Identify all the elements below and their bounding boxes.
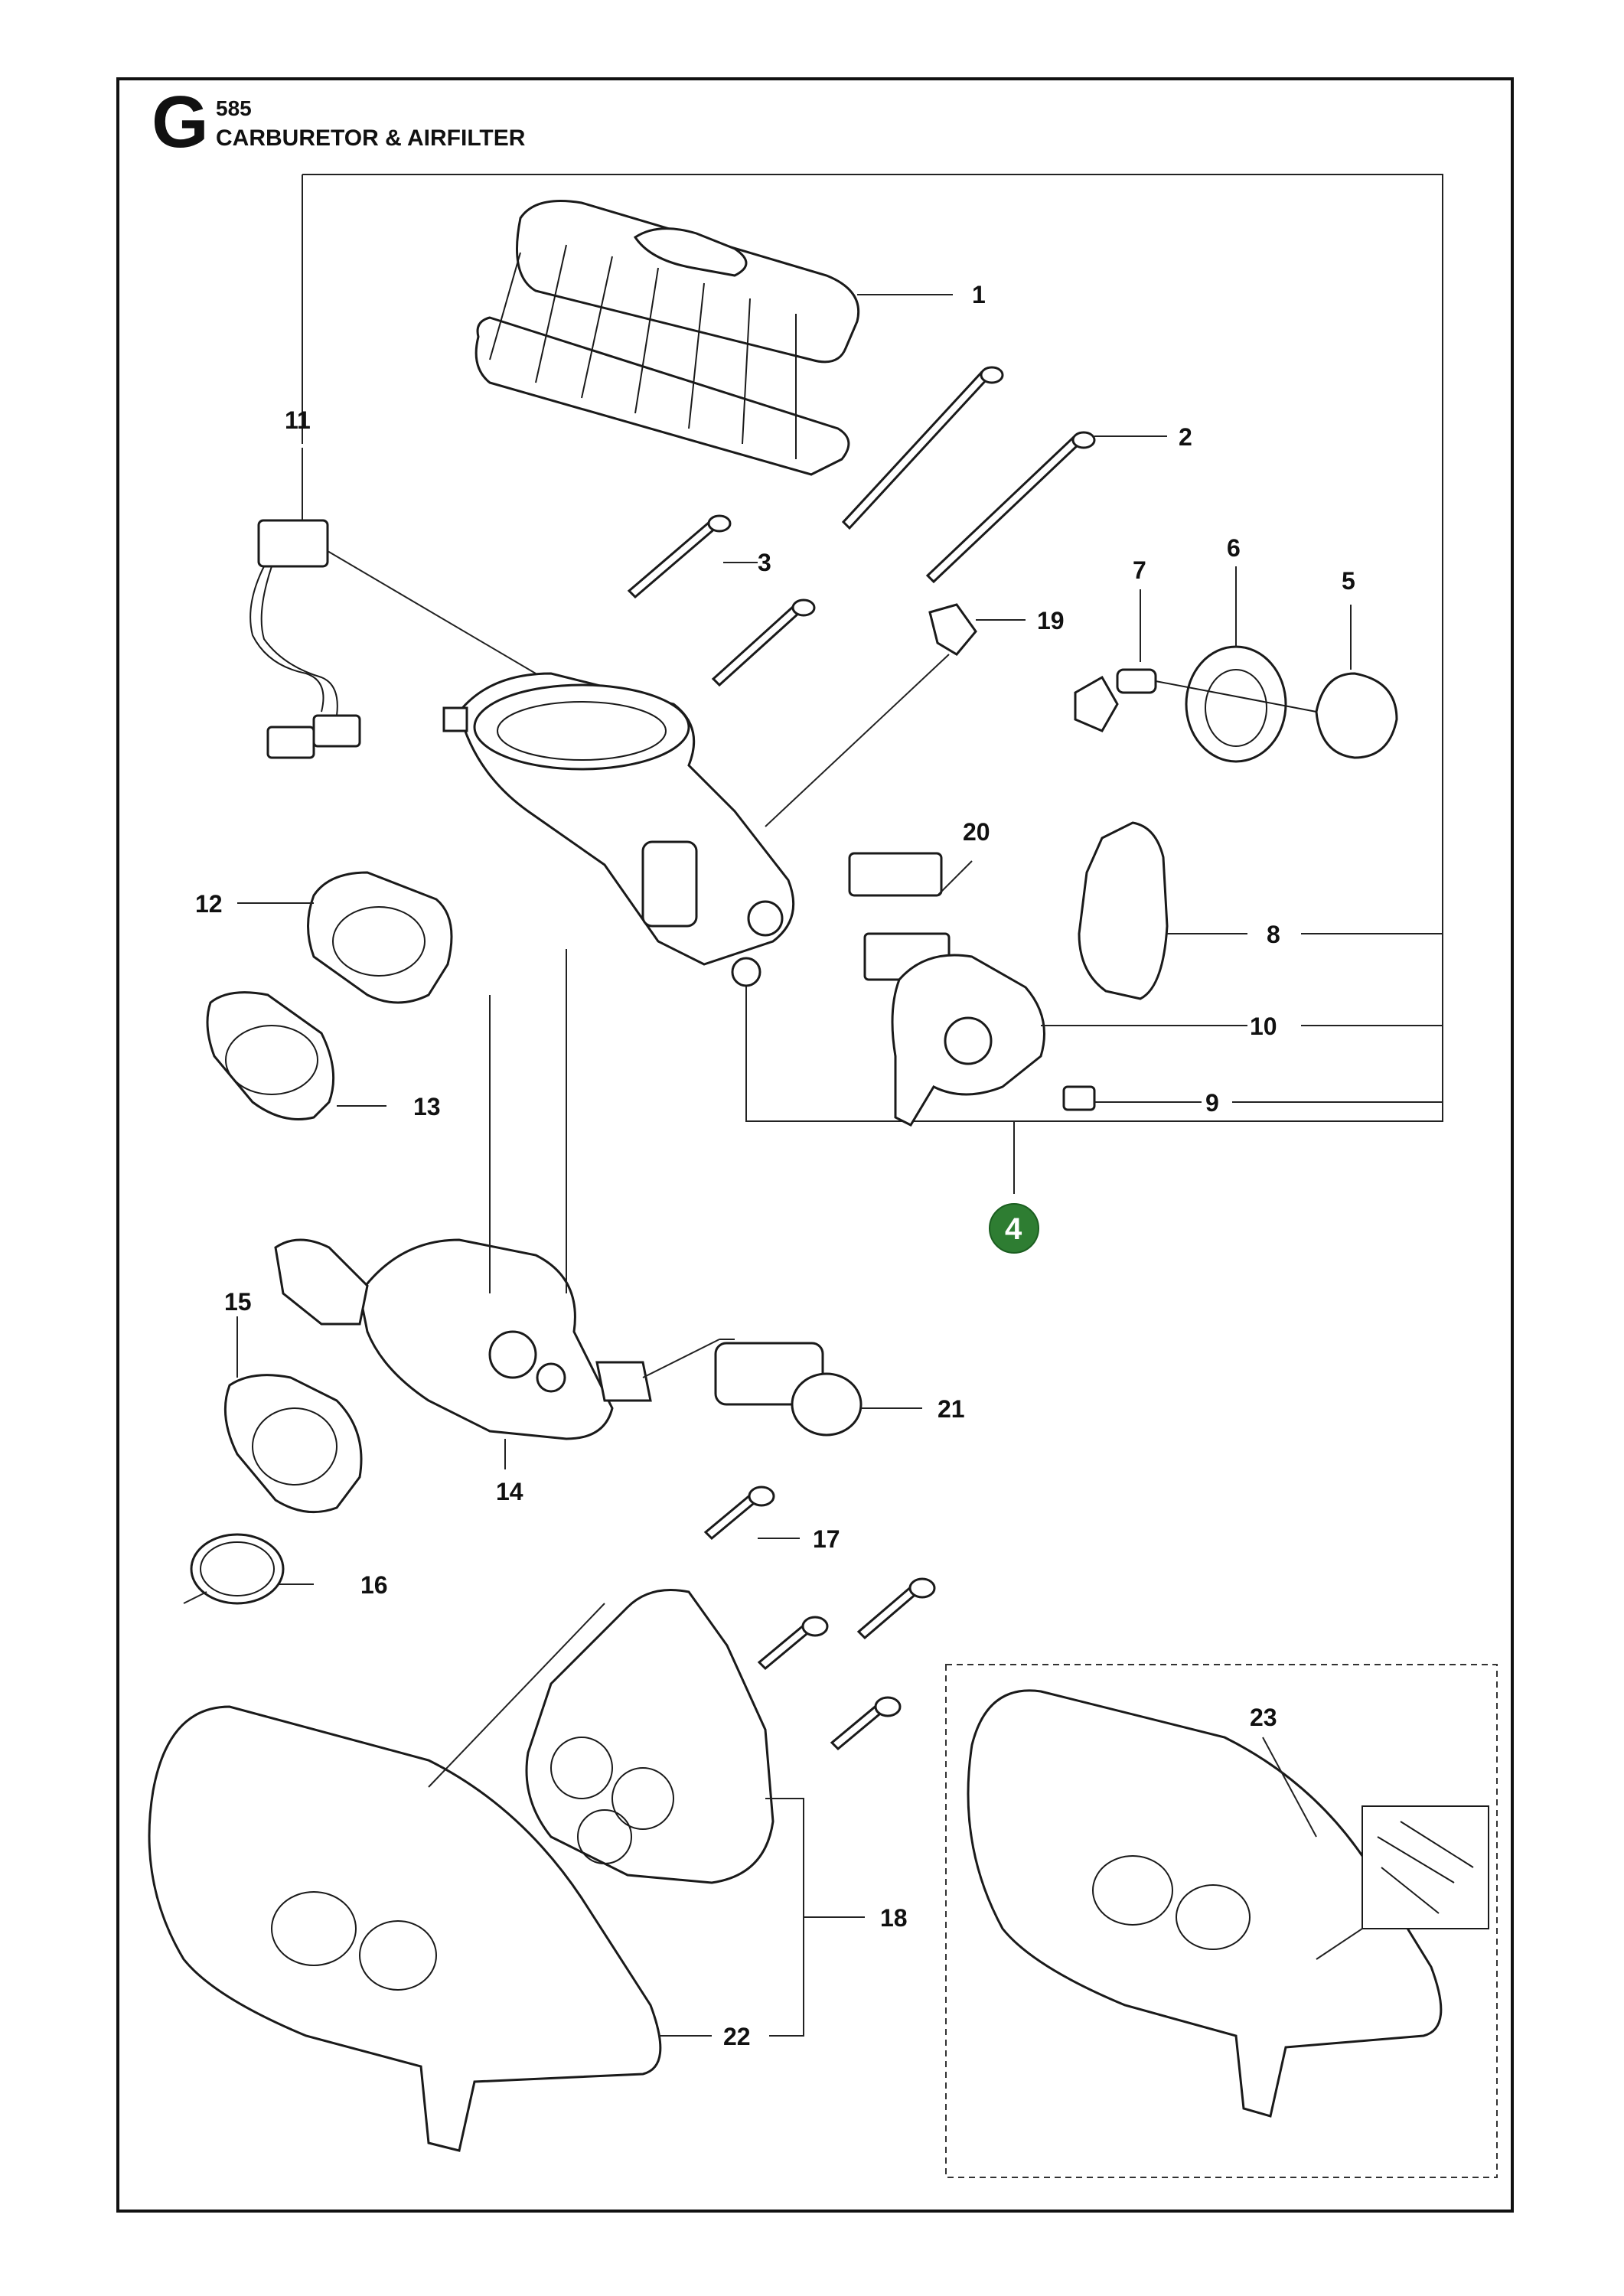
intake-flange-part xyxy=(183,1316,363,1605)
callout-18: 18 xyxy=(880,1904,908,1932)
long-bolts-part xyxy=(841,366,1167,584)
callout-20: 20 xyxy=(963,818,990,846)
section-letter: G xyxy=(152,81,209,163)
carburetor-part xyxy=(274,949,735,1469)
diagram-title: CARBURETOR & AIRFILTER xyxy=(216,126,526,151)
callout-14: 14 xyxy=(496,1478,523,1505)
callout-labels: 1 2 3 4 5 6 7 8 9 10 11 12 13 14 15 16 1… xyxy=(195,281,1355,2050)
wiring-harness-part xyxy=(249,448,536,759)
callout-bracket-right xyxy=(1232,933,1443,1103)
callout-8: 8 xyxy=(1267,921,1280,948)
throttle-housing-part xyxy=(442,672,795,987)
callout-13: 13 xyxy=(413,1093,441,1120)
intake-manifold-part xyxy=(525,1589,865,2037)
primer-parts xyxy=(1074,566,1398,763)
air-filter-part xyxy=(474,200,953,476)
callout-16: 16 xyxy=(360,1571,388,1599)
callout-15: 15 xyxy=(224,1288,252,1316)
lever-part xyxy=(765,603,1026,827)
callout-21: 21 xyxy=(938,1395,965,1423)
callout-9: 9 xyxy=(1205,1089,1219,1117)
callout-3: 3 xyxy=(758,549,771,576)
fuel-filter-part xyxy=(714,1342,922,1437)
callout-19: 19 xyxy=(1037,607,1065,634)
callout-5: 5 xyxy=(1342,567,1355,595)
intake-adapter-part xyxy=(206,871,453,1120)
callout-10: 10 xyxy=(1250,1013,1277,1040)
callout-1: 1 xyxy=(972,281,986,308)
assembly-badge xyxy=(989,1203,1039,1254)
callout-2: 2 xyxy=(1179,423,1192,451)
model-number: 585 xyxy=(216,96,252,120)
assembly-bracket xyxy=(302,174,1443,1194)
callout-7: 7 xyxy=(1133,556,1146,584)
intake-screws-part xyxy=(703,1486,936,1751)
airfilter-base-part xyxy=(148,1603,712,2152)
callout-6: 6 xyxy=(1227,534,1241,562)
short-bolts-part xyxy=(627,514,816,687)
alternate-part-box xyxy=(945,1664,1498,2178)
switch-cover-parts xyxy=(891,821,1247,1127)
callout-22: 22 xyxy=(723,2023,751,2050)
callout-17: 17 xyxy=(813,1525,840,1553)
callout-23: 23 xyxy=(1250,1704,1277,1731)
diagram-frame xyxy=(116,77,1514,2213)
callout-4: 4 xyxy=(1005,1212,1022,1246)
callout-11: 11 xyxy=(285,406,311,434)
callout-12: 12 xyxy=(195,890,223,918)
